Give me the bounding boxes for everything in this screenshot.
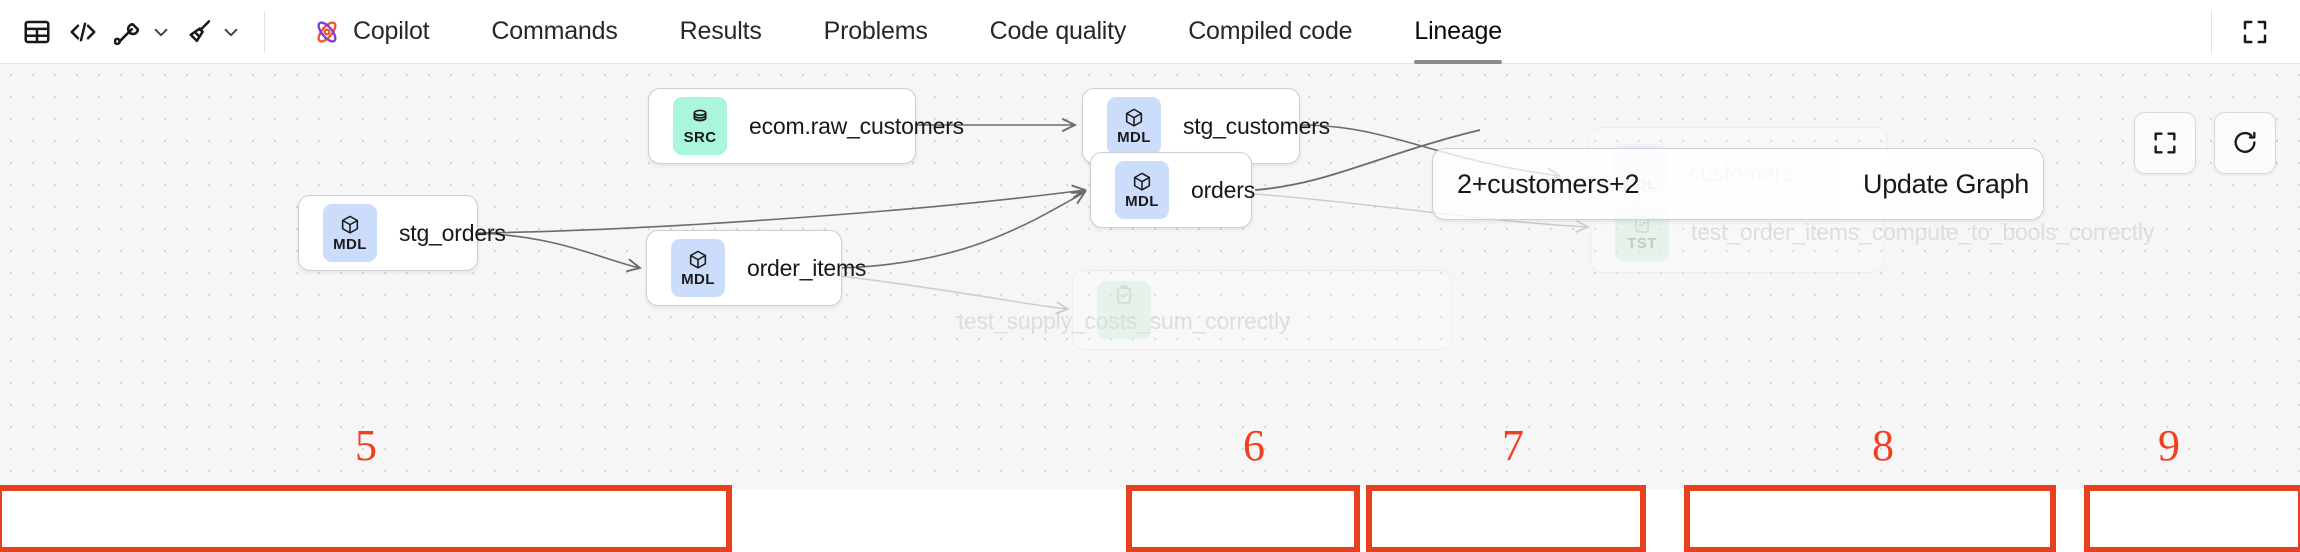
toolbar-right-divider <box>2211 9 2212 54</box>
node-label: test_order_items_compute_to_bools_correc… <box>1691 218 2155 245</box>
badge-mdl: MDL <box>1107 97 1161 155</box>
tab-copilot[interactable]: Copilot <box>281 0 460 64</box>
annotation-number-8: 8 <box>1872 421 1894 470</box>
lineage-canvas[interactable]: SRC ecom.raw_customers MDL stg_customers… <box>0 64 2300 489</box>
lineage-node-order-items[interactable]: MDL order_items <box>646 230 866 306</box>
annotation-number-7: 7 <box>1502 421 1524 470</box>
toolbar-right-group <box>2211 0 2300 64</box>
badge-label: SRC <box>683 129 717 146</box>
annotation-number-9: 9 <box>2158 421 2180 470</box>
node-label: test_supply_costs_sum_correctly <box>957 308 1291 335</box>
node-label: stg_orders <box>399 219 506 246</box>
badge-label: MDL <box>1125 193 1159 210</box>
graph-selector-input[interactable] <box>1433 149 1835 219</box>
node-label: orders <box>1191 176 1255 203</box>
annotation-number-6: 6 <box>1243 421 1265 470</box>
wrench-caret-down-icon[interactable] <box>146 12 176 52</box>
wrench-icon[interactable] <box>106 9 152 55</box>
node-label: ecom.raw_customers <box>749 112 964 139</box>
panel-tabs: Copilot Commands Results Problems Code q… <box>281 0 1533 64</box>
fit-to-screen-button[interactable] <box>2134 112 2196 174</box>
node-label: order_items <box>747 254 867 281</box>
badge-mdl: MDL <box>323 204 377 262</box>
tab-label: Code quality <box>989 17 1127 45</box>
tab-code-quality[interactable]: Code quality <box>959 0 1158 64</box>
editor-tool-group <box>0 0 246 64</box>
lineage-node-raw-customers[interactable]: SRC ecom.raw_customers <box>648 88 964 164</box>
lineage-node-stg-customers[interactable]: MDL stg_customers <box>1082 88 1330 164</box>
tab-label: Copilot <box>353 17 430 45</box>
update-graph-button[interactable]: Update Graph <box>1835 149 2043 219</box>
tab-results[interactable]: Results <box>649 0 793 64</box>
badge-label: TST <box>1627 235 1657 252</box>
tab-lineage[interactable]: Lineage <box>1383 0 1533 64</box>
refresh-graph-button[interactable] <box>2214 112 2276 174</box>
badge-label: MDL <box>1117 129 1151 146</box>
tab-commands[interactable]: Commands <box>460 0 648 64</box>
lineage-node-orders[interactable]: MDL orders <box>1090 152 1255 228</box>
broom-caret-down-icon[interactable] <box>216 12 246 52</box>
tab-compiled-code[interactable]: Compiled code <box>1157 0 1383 64</box>
badge-label: MDL <box>681 271 715 288</box>
badge-mdl: MDL <box>671 239 725 297</box>
tab-label: Problems <box>823 17 928 45</box>
badge-tst: test_supply_costs_sum_correctly <box>958 281 1290 339</box>
graph-selector-bar: Update Graph <box>1432 148 2044 220</box>
lineage-node-stg-orders[interactable]: MDL stg_orders <box>298 195 506 271</box>
code-icon[interactable] <box>60 9 106 55</box>
status-bar: Defer to: DEV Status: Connected dbt vers… <box>0 489 2300 552</box>
top-toolbar: Copilot Commands Results Problems Code q… <box>0 0 2300 64</box>
badge-mdl: MDL <box>1115 161 1169 219</box>
toolbar-divider <box>264 10 265 53</box>
tab-label: Results <box>679 17 762 45</box>
table-icon[interactable] <box>14 9 60 55</box>
tab-label: Lineage <box>1414 17 1502 45</box>
tab-label: Compiled code <box>1188 17 1353 45</box>
lineage-node-test-supply-costs[interactable]: test_supply_costs_sum_correctly <box>958 270 1452 350</box>
expand-panel-button[interactable] <box>2230 7 2280 57</box>
canvas-controls <box>2134 112 2276 174</box>
tab-label: Commands <box>491 17 618 45</box>
annotation-number-5: 5 <box>355 421 377 470</box>
badge-label: MDL <box>333 236 367 253</box>
node-label: stg_customers <box>1183 112 1330 139</box>
tab-problems[interactable]: Problems <box>793 0 959 64</box>
broom-icon[interactable] <box>176 9 222 55</box>
badge-src: SRC <box>673 97 727 155</box>
copilot-atom-icon <box>312 17 342 47</box>
